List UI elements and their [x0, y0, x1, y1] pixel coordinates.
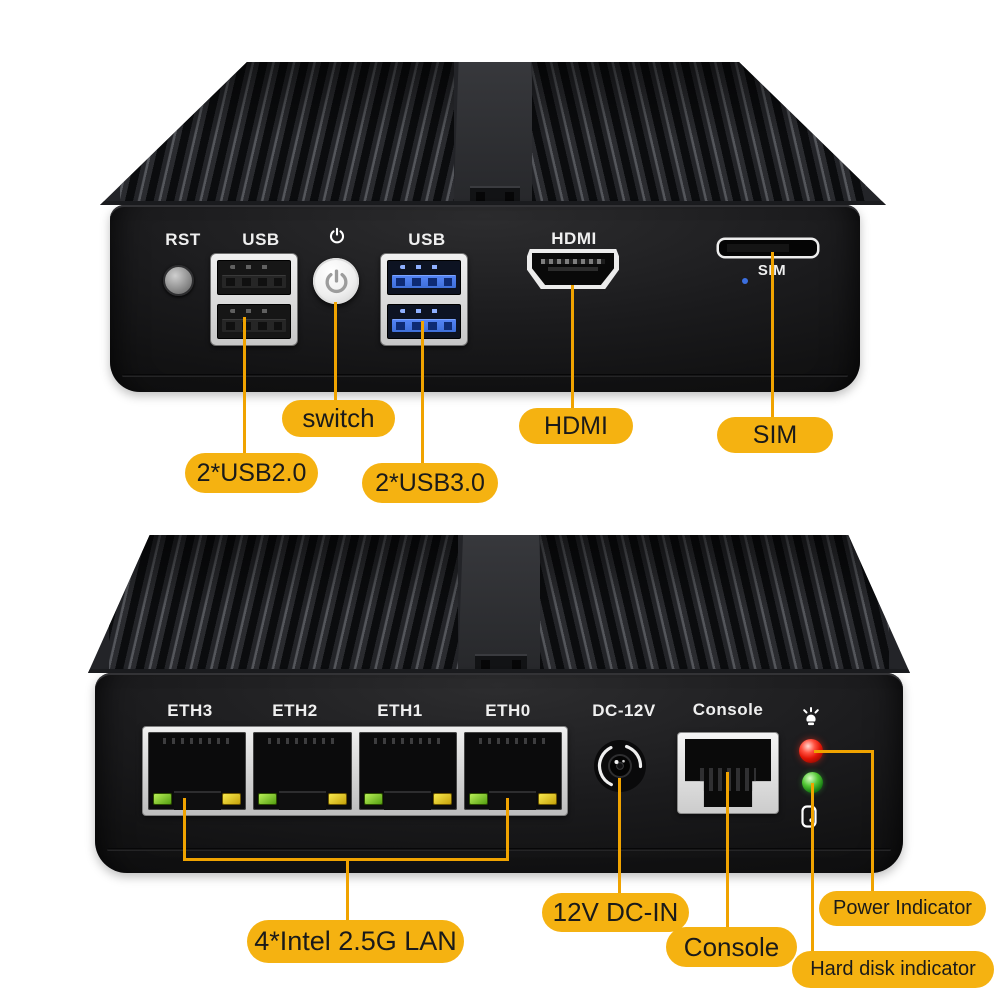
callout-lan: 4*Intel 2.5G LAN [247, 920, 464, 963]
heatsink-fins-left [108, 535, 459, 669]
heatsink-center-channel [457, 535, 545, 669]
heatsink-notch [470, 186, 520, 201]
heatsink-fins-right [532, 62, 867, 201]
callout-line-hdmi [571, 285, 574, 409]
eth0-port [463, 732, 562, 810]
hdmi-port [527, 249, 619, 289]
callout-sim: SIM [717, 417, 833, 453]
sim-slot [719, 240, 817, 256]
power-icon [325, 268, 347, 293]
callout-line-eth-bracket [183, 858, 509, 861]
sim-indicator-dot [742, 278, 748, 284]
link-led-green [258, 793, 278, 805]
power-symbol-icon [329, 227, 345, 244]
hdd-indicator-led [802, 772, 823, 793]
activity-led-yellow [222, 793, 242, 805]
usb3-port-stack [380, 253, 468, 346]
callout-switch: switch [282, 400, 395, 437]
link-led-green [363, 793, 383, 805]
callout-hdmi: HDMI [519, 408, 633, 444]
callout-line-usb30 [421, 321, 424, 465]
callout-line-console [726, 772, 729, 930]
hard-disk-icon [801, 805, 817, 828]
heatsink-notch [475, 654, 527, 669]
chassis-seam [122, 374, 848, 377]
callout-line-sim [771, 252, 774, 419]
eth1-label: ETH1 [377, 701, 423, 720]
chassis-seam [107, 848, 891, 851]
eth2-label: ETH2 [272, 701, 318, 720]
dc-power-jack [594, 740, 646, 792]
usb2-port-stack [210, 253, 298, 346]
heatsink-lip [88, 669, 910, 673]
lamp-icon [803, 707, 819, 726]
ethernet-port-block [142, 726, 568, 816]
eth1-port [358, 732, 457, 810]
callout-dc-in: 12V DC-IN [542, 893, 689, 932]
callout-usb20: 2*USB2.0 [185, 453, 318, 493]
link-led-green [468, 793, 488, 805]
callout-power-indicator: Power Indicator [819, 891, 986, 926]
callout-line-switch [334, 302, 337, 402]
heatsink-top-front [100, 62, 886, 205]
usb3-label: USB [408, 230, 446, 249]
link-led-green [153, 793, 172, 805]
usb3-port-top [387, 260, 461, 295]
callout-line-power-v [871, 750, 874, 894]
dc-label: DC-12V [592, 701, 656, 720]
usb2-label: USB [242, 230, 280, 249]
callout-line-usb20 [243, 317, 246, 453]
callout-hdd-indicator: Hard disk indicator [792, 951, 994, 988]
eth2-port [253, 732, 352, 810]
callout-usb30: 2*USB3.0 [362, 463, 498, 503]
eth0-label: ETH0 [485, 701, 531, 720]
callout-line-eth0 [506, 798, 509, 861]
callout-console: Console [666, 927, 797, 967]
callout-line-dc [618, 778, 621, 896]
power-button [313, 258, 359, 304]
callout-line-hdd [811, 783, 814, 953]
reset-button [163, 265, 194, 296]
usb2-port-top [217, 260, 291, 295]
eth3-port [148, 732, 247, 810]
callout-line-eth3 [183, 798, 186, 861]
activity-led-yellow [432, 793, 452, 805]
callout-line-power-h [814, 750, 874, 753]
hdmi-label: HDMI [551, 229, 597, 248]
heatsink-fins-right [540, 535, 890, 669]
heatsink-center-channel [453, 62, 537, 201]
usb2-port-bottom [217, 304, 291, 339]
eth3-label: ETH3 [167, 701, 213, 720]
activity-led-yellow [538, 793, 557, 805]
usb3-port-bottom [387, 304, 461, 339]
heatsink-lip [100, 201, 886, 205]
heatsink-top-rear [88, 535, 910, 673]
heatsink-fins-left [119, 62, 454, 201]
activity-led-yellow [327, 793, 347, 805]
rst-label: RST [165, 230, 201, 249]
console-label: Console [692, 700, 764, 719]
callout-line-lan [346, 861, 349, 922]
